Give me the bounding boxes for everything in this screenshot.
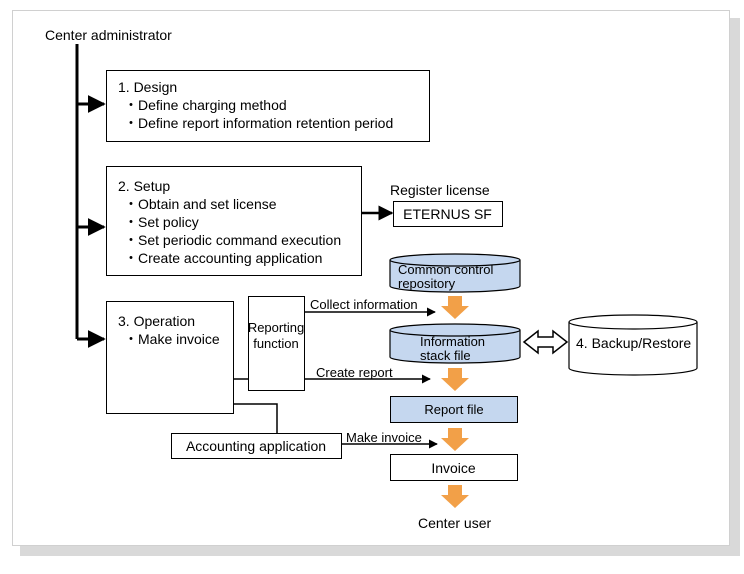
orange-arrow-1 bbox=[441, 296, 469, 319]
operation-title: 3. Operation bbox=[118, 313, 196, 329]
report-file-label: Report file bbox=[424, 402, 484, 417]
design-item: ・Define charging method bbox=[124, 97, 287, 113]
design-item: ・Define report information retention per… bbox=[124, 115, 394, 131]
operation-box: 3. Operation ・Make invoice bbox=[106, 301, 234, 414]
backup-restore-label: 4. Backup/Restore bbox=[576, 335, 692, 351]
accounting-application-box: Accounting application bbox=[171, 433, 342, 459]
invoice-label: Invoice bbox=[431, 460, 476, 476]
orange-arrow-4 bbox=[441, 485, 469, 508]
setup-item: ・Set periodic command execution bbox=[124, 232, 342, 248]
setup-box: 2. Setup ・Obtain and set license ・Set po… bbox=[106, 166, 362, 276]
actor-label: Center administrator bbox=[45, 27, 172, 43]
setup-item: ・Create accounting application bbox=[124, 250, 323, 266]
orange-arrow-2 bbox=[441, 368, 469, 391]
information-stack-line2: stack file bbox=[420, 348, 471, 363]
line-to-accounting bbox=[234, 403, 278, 433]
design-box: 1. Design ・Define charging method ・Defin… bbox=[106, 70, 430, 142]
center-user-label: Center user bbox=[418, 515, 492, 531]
setup-item: ・Set policy bbox=[124, 214, 199, 230]
common-control-cylinder bbox=[389, 253, 521, 293]
common-control-line2: repository bbox=[398, 276, 456, 291]
reporting-function-line1: Reporting bbox=[247, 320, 305, 335]
design-title: 1. Design bbox=[118, 79, 178, 95]
reporting-function-line2: function bbox=[253, 336, 299, 351]
invoice-box: Invoice bbox=[390, 454, 518, 481]
backup-cylinder bbox=[568, 314, 698, 376]
reporting-function-box: Reporting function bbox=[248, 296, 305, 391]
setup-item: ・Obtain and set license bbox=[124, 196, 277, 212]
create-report-label: Create report bbox=[316, 365, 393, 380]
double-arrow-icon bbox=[522, 329, 569, 355]
information-stack-line1: Information bbox=[420, 334, 486, 349]
eternus-box: ETERNUS SF bbox=[393, 201, 503, 227]
setup-title: 2. Setup bbox=[118, 178, 171, 194]
eternus-label: ETERNUS SF bbox=[403, 206, 492, 222]
orange-arrow-3 bbox=[441, 428, 469, 451]
make-invoice-label: Make invoice bbox=[346, 430, 422, 445]
information-stack-cylinder bbox=[389, 323, 521, 364]
collect-information-label: Collect information bbox=[310, 297, 418, 312]
report-file-box: Report file bbox=[390, 396, 518, 423]
orange-arrows bbox=[441, 296, 469, 508]
register-license-label: Register license bbox=[390, 182, 490, 198]
common-control-line1: Common control bbox=[398, 262, 494, 277]
accounting-application-label: Accounting application bbox=[185, 438, 327, 454]
operation-item: ・Make invoice bbox=[124, 331, 220, 347]
